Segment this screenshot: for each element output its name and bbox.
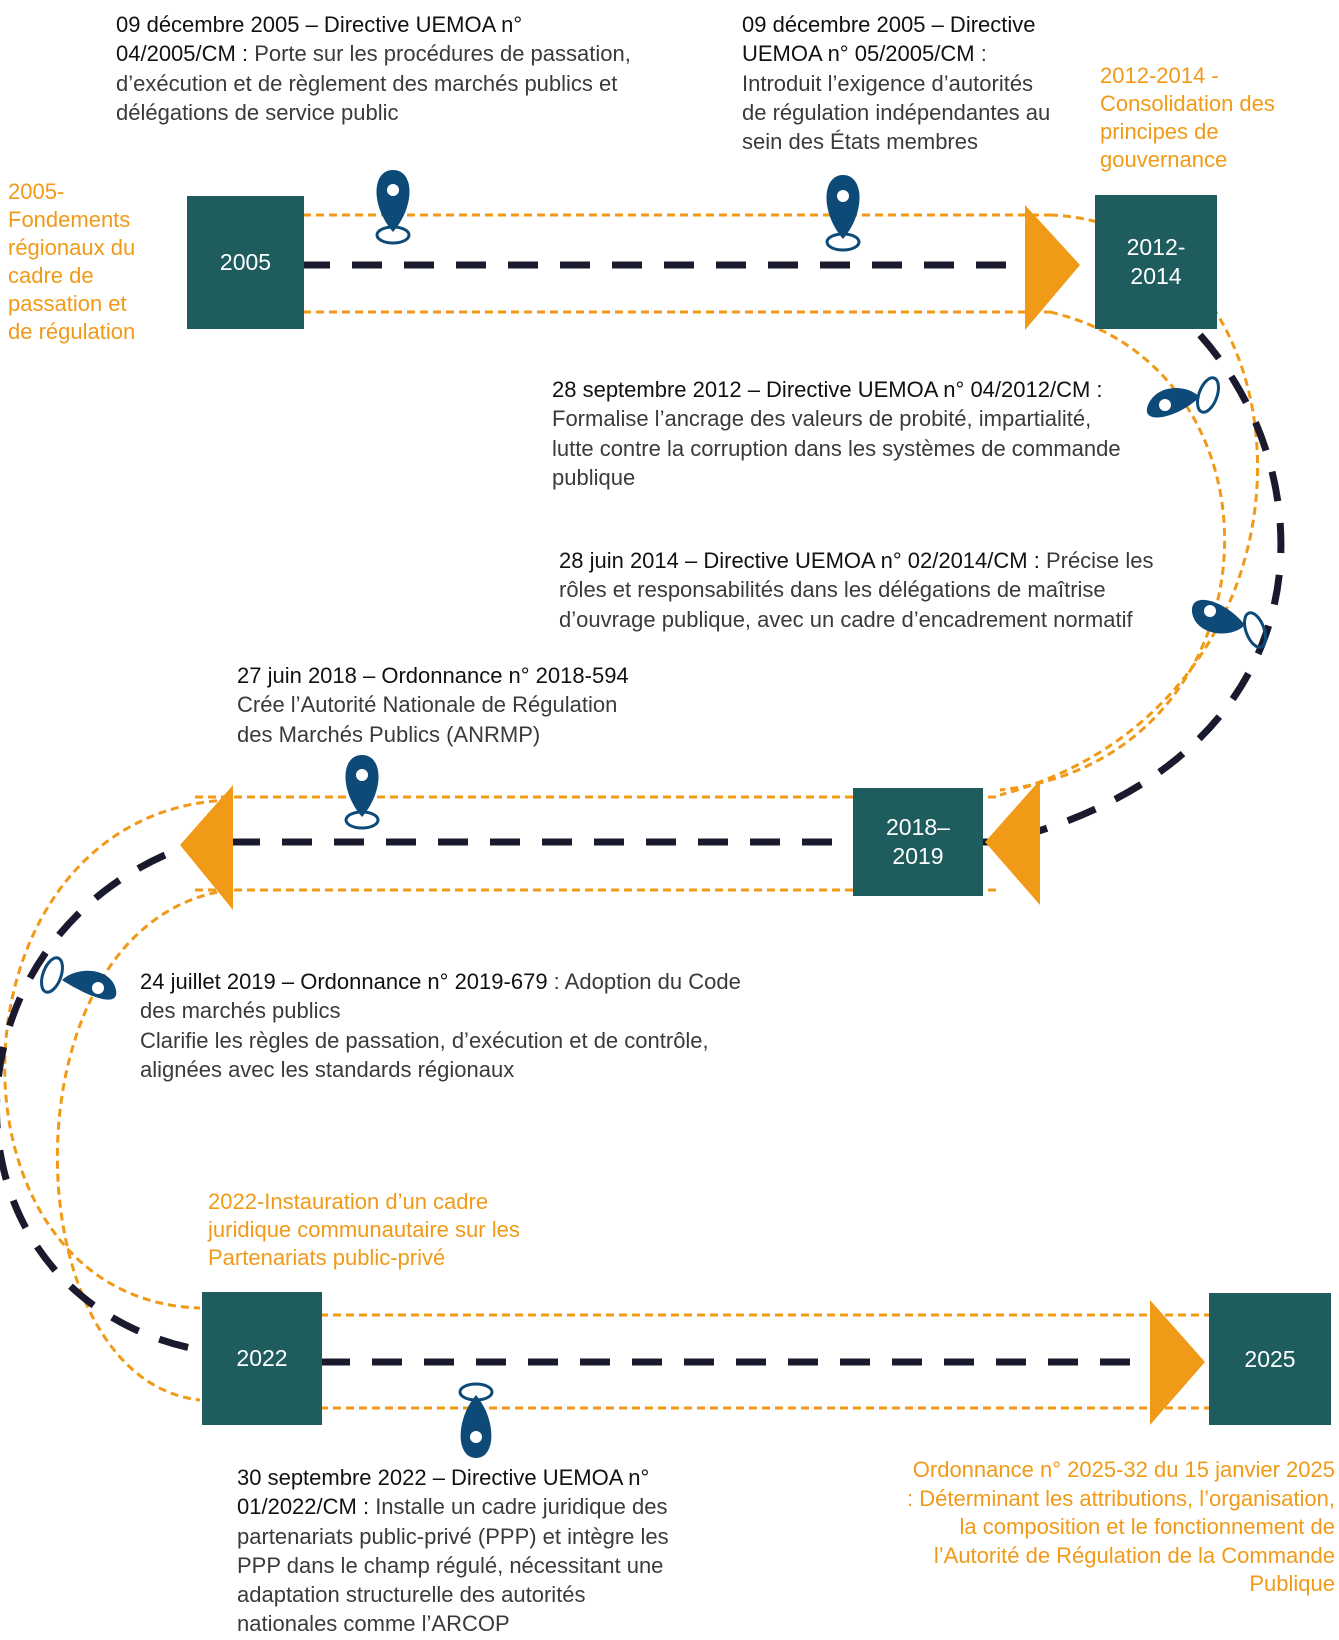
map-pin-icon	[344, 755, 380, 830]
year-box-2005: 2005	[187, 196, 304, 329]
map-pin-icon	[1191, 599, 1267, 649]
arrow-right-icon	[1025, 205, 1080, 330]
event-description: Crée l’Autorité Nationale de Régulation …	[237, 692, 618, 747]
event-heading: 28 septembre 2012 – Directive UEMOA n° 0…	[552, 377, 1103, 402]
map-pin-icon	[40, 956, 117, 1000]
event-description: Installe un cadre juridique des partenar…	[237, 1494, 669, 1637]
event-2019-ordonnance: 24 juillet 2019 – Ordonnance n° 2019-679…	[140, 967, 820, 1084]
event-heading: 09 décembre 2005 – Directive UEMOA n° 05…	[742, 12, 1036, 67]
event-description: Précise les rôles et responsabilités dan…	[559, 548, 1154, 632]
event-heading: 09 décembre 2005 – Directive UEMOA n° 04…	[116, 12, 523, 67]
year-label: 2012- 2014	[1126, 234, 1186, 289]
year-box-2012: 2012- 2014	[1095, 195, 1217, 329]
event-heading: 28 juin 2014 – Directive UEMOA n° 02/201…	[559, 548, 1046, 573]
event-2018-ordonnance: 27 juin 2018 – Ordonnance n° 2018-594 Cr…	[237, 661, 717, 749]
event-description: Formalise l’ancrage des valeurs de probi…	[552, 406, 1121, 490]
map-pin-icon	[825, 175, 861, 252]
event-2025-ordonnance: Ordonnance n° 2025-32 du 15 janvier 2025…	[907, 1457, 1335, 1597]
arrow-right-icon	[1150, 1300, 1205, 1425]
event-description: Porte sur les procédures de passation, d…	[116, 41, 631, 125]
event-description: : Adoption du Code des marchés publics C…	[140, 969, 741, 1082]
event-2022-directive: 30 septembre 2022 – Directive UEMOA n° 0…	[237, 1463, 757, 1639]
map-pin-icon	[458, 1382, 494, 1458]
period-label-2005: 2005- Fondements régionaux du cadre de p…	[8, 179, 136, 344]
road-edge	[56, 888, 231, 1402]
event-2005-directive-05: 09 décembre 2005 – Directive UEMOA n° 05…	[742, 10, 1082, 156]
period-label-2012: 2012-2014 - Consolidation des principes …	[1100, 63, 1275, 172]
event-2012-directive: 28 septembre 2012 – Directive UEMOA n° 0…	[552, 375, 1172, 492]
road-edge	[999, 310, 1226, 792]
year-box-2018: 2018– 2019	[853, 788, 983, 896]
year-label: 2018– 2019	[886, 814, 950, 869]
year-label: 2022	[236, 1345, 288, 1372]
year-label: 2005	[219, 249, 272, 276]
arrow-left-icon	[180, 785, 233, 910]
period-label-2022: 2022-Instauration d’un cadre juridique c…	[208, 1189, 520, 1270]
year-label: 2025	[1244, 1345, 1296, 1372]
event-heading: 24 juillet 2019 – Ordonnance n° 2019-679	[140, 969, 548, 994]
event-2014-directive: 28 juin 2014 – Directive UEMOA n° 02/201…	[559, 546, 1199, 634]
event-heading: 30 septembre 2022 – Directive UEMOA n° 0…	[237, 1465, 650, 1520]
event-2005-directive-04: 09 décembre 2005 – Directive UEMOA n° 04…	[116, 10, 676, 127]
event-heading: 27 juin 2018 – Ordonnance n° 2018-594	[237, 663, 629, 688]
road-edge	[3, 798, 231, 1310]
year-box-2025: 2025	[1209, 1293, 1331, 1425]
event-description: : Introduit l’exigence d’autorités de ré…	[742, 41, 1051, 154]
year-box-2022: 2022	[202, 1292, 322, 1425]
map-pin-icon	[1146, 376, 1220, 418]
map-pin-icon	[375, 170, 411, 245]
arrow-left-icon	[985, 780, 1040, 905]
